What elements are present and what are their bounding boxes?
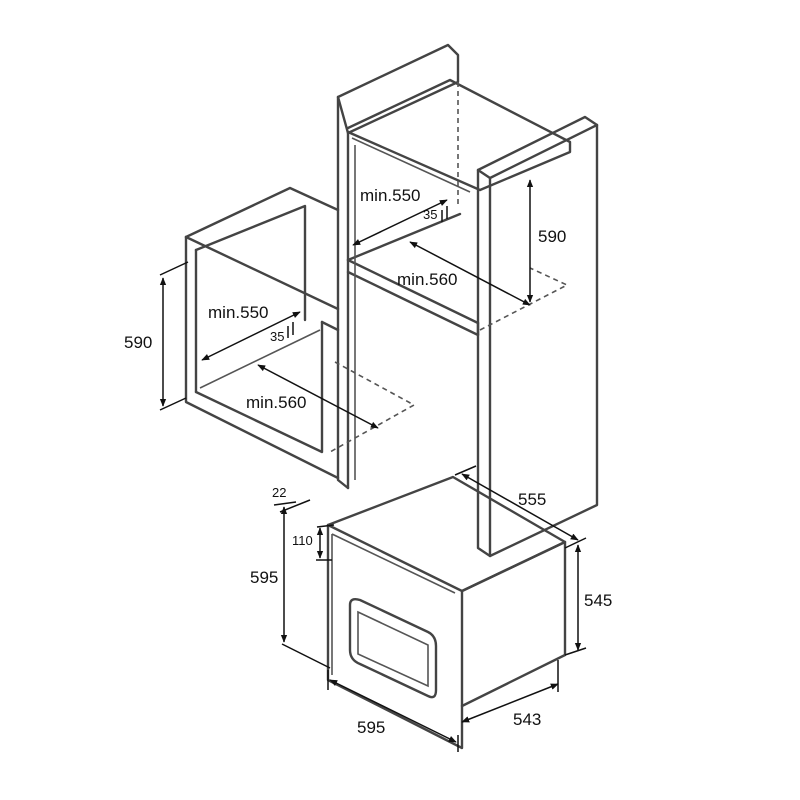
left-niche-gap-label: 35 xyxy=(270,329,284,344)
right-niche-width-label: min.550 xyxy=(360,186,420,205)
oven-panel-height-label: 110 xyxy=(292,533,313,548)
dimension-labels: 590 min.550 35 min.560 min.550 35 590 mi… xyxy=(124,186,612,737)
left-niche-depth-label: min.560 xyxy=(246,393,306,412)
oven-front-height-label: 595 xyxy=(250,568,278,587)
oven xyxy=(326,475,567,750)
dimension-lines xyxy=(159,179,587,752)
oven-body-depth-label: 555 xyxy=(518,490,546,509)
left-niche-unit xyxy=(184,186,416,480)
tall-column-unit xyxy=(336,43,599,558)
right-niche-gap-label: 35 xyxy=(423,207,437,222)
right-niche-height-label: 590 xyxy=(538,227,566,246)
oven-body-height-label: 545 xyxy=(584,591,612,610)
left-niche-height-label: 590 xyxy=(124,333,152,352)
oven-front-width-label: 595 xyxy=(357,718,385,737)
right-niche-depth-label: min.560 xyxy=(397,270,457,289)
oven-front-offset-label: 22 xyxy=(272,485,286,500)
left-niche-width-label: min.550 xyxy=(208,303,268,322)
oven-body-width-label: 543 xyxy=(513,710,541,729)
